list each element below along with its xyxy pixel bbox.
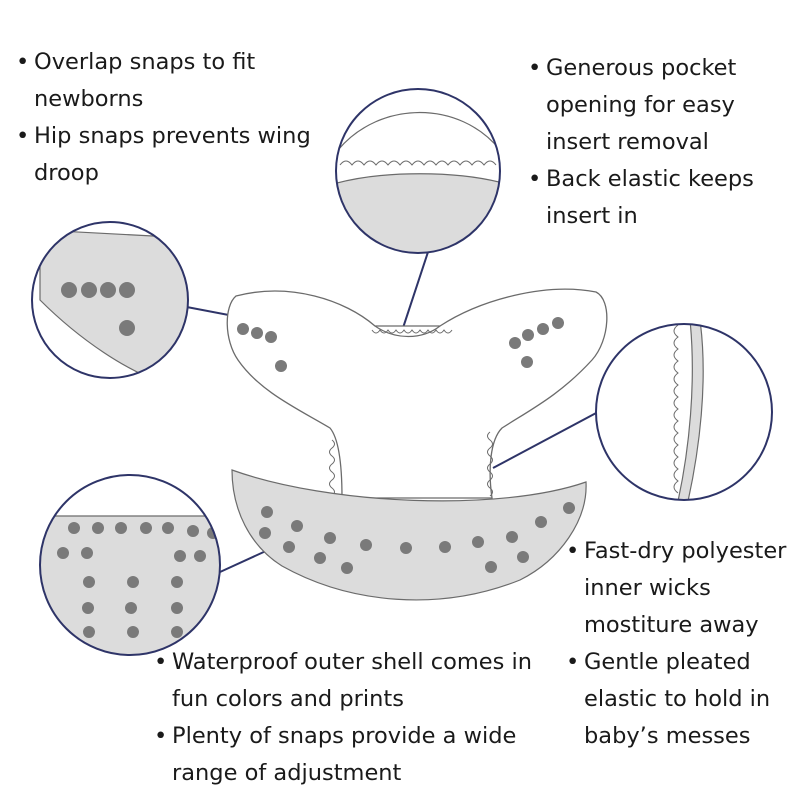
callout-item: Back elastic keeps insert in: [526, 161, 798, 235]
wing-snaps-left: [237, 323, 287, 372]
diaper-body: [226, 288, 608, 505]
front-panel: [231, 469, 587, 601]
callout-item: Overlap snaps to fit newborns: [14, 44, 334, 118]
callout-item: Generous pocket opening for easy insert …: [526, 50, 798, 161]
callout-top-right: Generous pocket opening for easy insert …: [526, 50, 798, 235]
zoom-circle-wing-snaps: [31, 221, 189, 379]
zoom-circle-inner-edge: [595, 323, 773, 501]
callout-item: Plenty of snaps provide a wide range of …: [152, 718, 564, 792]
callout-item: Waterproof outer shell comes in fun colo…: [152, 644, 564, 718]
callout-item: Gentle pleated elastic to hold in baby’s…: [564, 644, 800, 755]
zoom-circle-pocket: [335, 88, 501, 254]
callout-bottom: Waterproof outer shell comes in fun colo…: [152, 644, 564, 792]
zoom-circle-front-snaps: [39, 474, 221, 656]
callout-item: Hip snaps prevents wing droop: [14, 118, 334, 192]
callout-item: Fast-dry polyester inner wicks mostiture…: [564, 533, 800, 644]
front-panel-snaps: [259, 502, 575, 574]
wing-snaps-right: [509, 317, 564, 368]
callout-top-left: Overlap snaps to fit newborns Hip snaps …: [14, 44, 334, 192]
callout-right: Fast-dry polyester inner wicks mostiture…: [564, 533, 800, 755]
